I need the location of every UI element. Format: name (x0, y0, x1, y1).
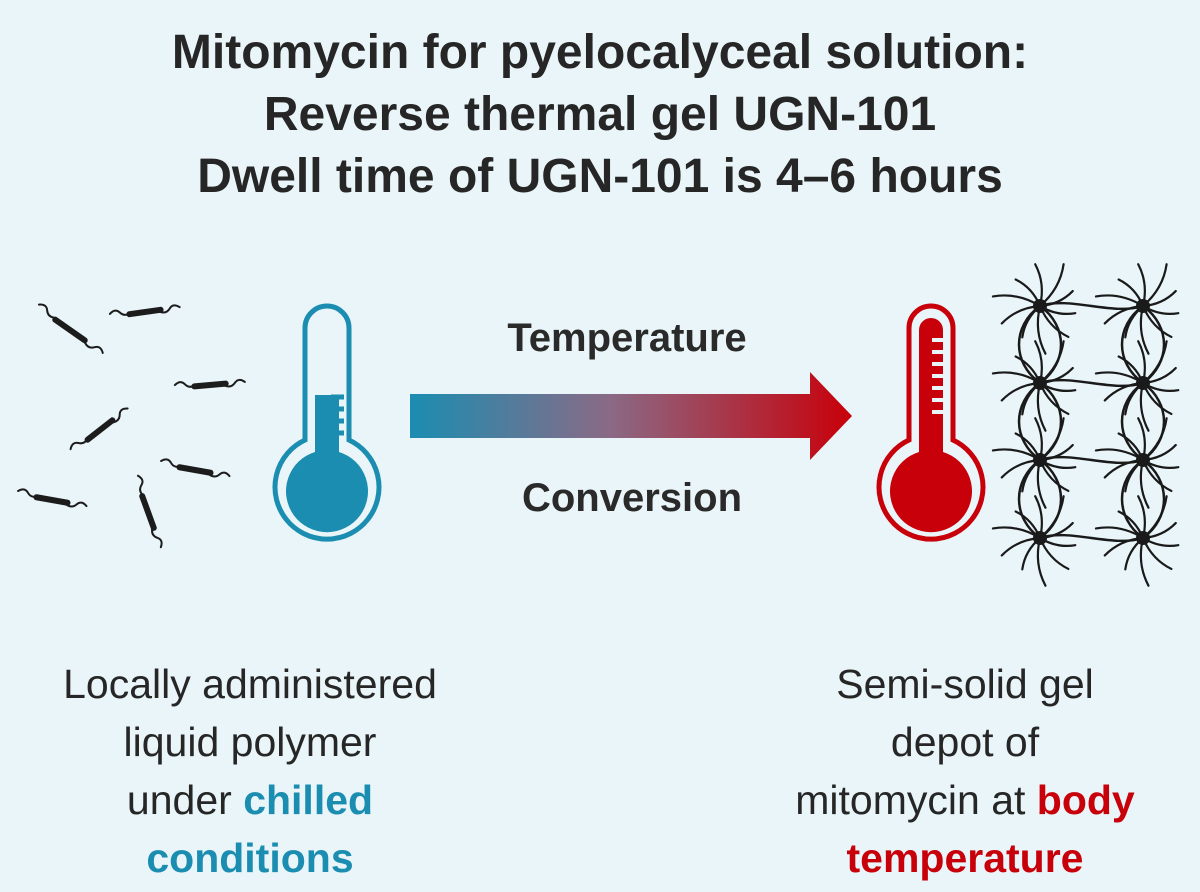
conversion-arrow (410, 372, 852, 460)
left-caption: Locally administered liquid polymer unde… (20, 655, 480, 887)
left-caption-highlight-chilled: chilled (243, 777, 374, 823)
right-caption-line-3: mitomycin at body (745, 771, 1185, 829)
thermometer-low-icon (272, 303, 382, 542)
left-caption-line-3: under chilled (20, 771, 480, 829)
right-caption-line-2: depot of (890, 719, 1040, 765)
left-caption-line-1: Locally administered (63, 661, 437, 707)
right-caption-highlight-temperature: temperature (846, 835, 1084, 881)
right-caption-highlight-body: body (1036, 777, 1135, 823)
left-caption-line-2: liquid polymer (123, 719, 377, 765)
title-line-1: Mitomycin for pyelocalyceal solution: (171, 26, 1029, 79)
title-line-3: Dwell time of UGN-101 is 4–6 hours (197, 150, 1003, 203)
arrow-label-conversion: Conversion (521, 476, 743, 520)
polymer-chain-icon (17, 303, 246, 549)
page-title: Mitomycin for pyelocalyceal solution: Re… (0, 22, 1200, 208)
right-caption-prefix: mitomycin at (795, 777, 1037, 823)
left-caption-highlight-conditions: conditions (146, 835, 354, 881)
arrow-label-temperature: Temperature (507, 316, 747, 360)
right-caption: Semi-solid gel depot of mitomycin at bod… (745, 655, 1185, 887)
left-caption-prefix: under (126, 777, 244, 823)
title-line-2: Reverse thermal gel UGN-101 (263, 88, 937, 141)
thermometer-high-icon (876, 303, 986, 542)
right-caption-line-1: Semi-solid gel (836, 661, 1094, 707)
gel-network-icon (991, 263, 1180, 587)
